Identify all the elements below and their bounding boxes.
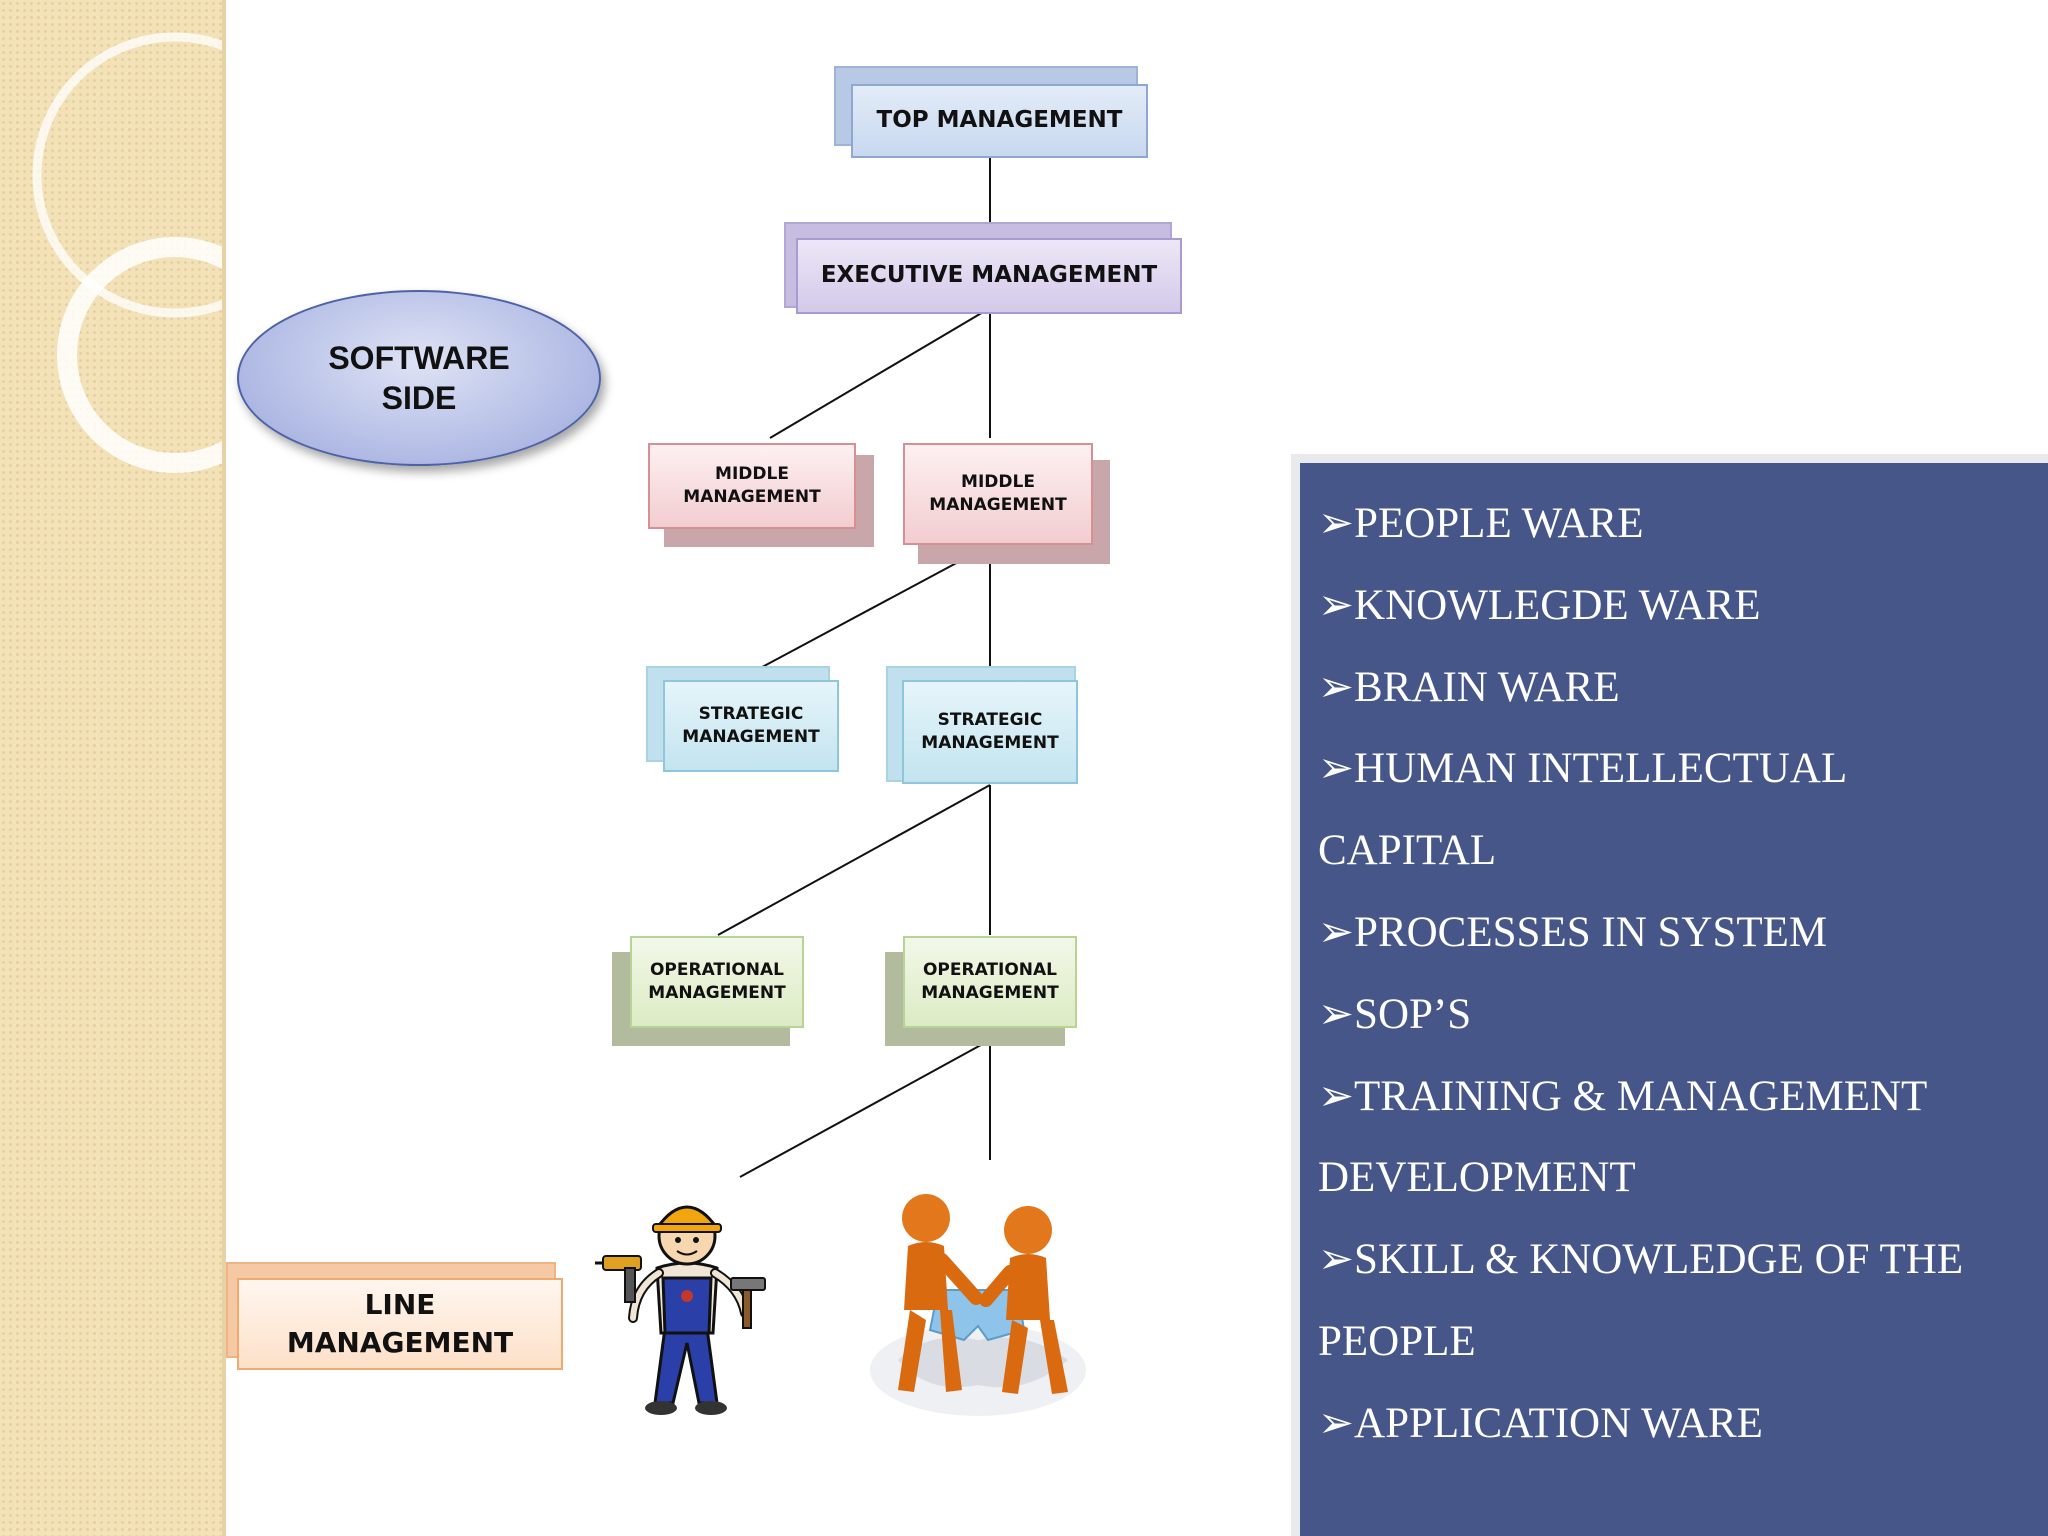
list-item: ➢TRAINING & MANAGEMENT [1318,1072,1928,1120]
executive-management-label: EXECUTIVE MANAGEMENT [820,262,1158,289]
strategic-management-left-box: STRATEGIC MANAGEMENT [663,680,839,772]
top-management-label: TOP MANAGEMENT [876,107,1123,134]
operational-left-line2: MANAGEMENT [648,983,786,1003]
middle-right-line2: MANAGEMENT [929,495,1067,515]
list-item: ➢BRAIN WARE [1318,663,1620,711]
middle-right-line1: MIDDLE [961,472,1035,493]
line-management-line2: MANAGEMENT [286,1326,514,1359]
middle-left-line2: MANAGEMENT [683,487,821,507]
middle-left-line1: MIDDLE [715,464,789,485]
executive-management-box: EXECUTIVE MANAGEMENT [796,238,1182,314]
strategic-right-line2: MANAGEMENT [921,733,1059,753]
list-item: ➢HUMAN INTELLECTUAL [1318,745,1848,793]
list-item: ➢SOP’S [1318,990,1472,1038]
list-item: DEVELOPMENT [1318,1154,1636,1202]
line-management-box: LINE MANAGEMENT [237,1278,563,1370]
list-item: ➢PROCESSES IN SYSTEM [1318,908,1828,956]
strategic-left-line1: STRATEGIC [698,704,804,725]
oval-label-line2: SIDE [381,380,457,416]
list-item: PEOPLE [1318,1317,1476,1365]
operational-left-line1: OPERATIONAL [649,960,785,981]
line-management-line1: LINE [364,1288,436,1322]
software-side-list: ➢PEOPLE WARE ➢KNOWLEGDE WARE ➢BRAIN WARE… [1318,483,2038,1465]
middle-management-left-box: MIDDLE MANAGEMENT [648,443,856,529]
decorative-sidebar [0,0,226,1536]
list-panel [1300,463,2048,1536]
strategic-management-right-box: STRATEGIC MANAGEMENT [902,680,1078,784]
operational-right-line2: MANAGEMENT [921,983,1059,1003]
list-item: CAPITAL [1318,827,1497,875]
software-side-oval: SOFTWARE SIDE [237,290,601,466]
worker-with-tools-icon [595,1205,766,1415]
two-figures-puzzle-icon [868,1180,1090,1420]
list-item: ➢KNOWLEGDE WARE [1318,581,1761,629]
list-item: ➢SKILL & KNOWLEDGE OF THE [1318,1236,1964,1284]
operational-right-line1: OPERATIONAL [922,960,1058,981]
operational-management-left-box: OPERATIONAL MANAGEMENT [630,936,804,1028]
decorative-rings [32,32,226,473]
strategic-left-line2: MANAGEMENT [682,727,820,747]
list-item: ➢APPLICATION WARE [1318,1399,1763,1447]
operational-management-right-box: OPERATIONAL MANAGEMENT [903,936,1077,1028]
list-item: ➢PEOPLE WARE [1318,500,1644,547]
middle-management-right-box: MIDDLE MANAGEMENT [903,443,1093,545]
top-management-box: TOP MANAGEMENT [851,84,1148,158]
strategic-right-line1: STRATEGIC [937,710,1043,731]
oval-label-line1: SOFTWARE [328,340,510,376]
